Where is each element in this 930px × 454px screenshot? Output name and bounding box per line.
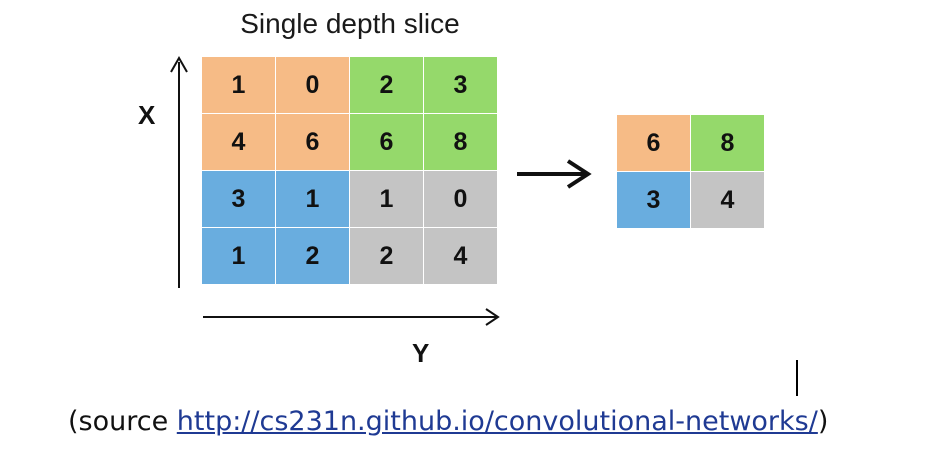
input-cell: 2: [276, 228, 349, 284]
input-cell: 3: [424, 57, 497, 113]
input-cell: 6: [276, 114, 349, 170]
pooling-arrow: [517, 159, 592, 189]
output-cell: 8: [691, 115, 764, 171]
source-suffix: ): [817, 406, 829, 437]
input-cell: 1: [350, 171, 423, 227]
input-cell: 2: [350, 228, 423, 284]
text-cursor: [796, 360, 798, 396]
input-cell: 4: [202, 114, 275, 170]
input-cell: 0: [424, 171, 497, 227]
horizontal-axis-arrow: [203, 308, 500, 326]
input-cell: 1: [276, 171, 349, 227]
diagram-title: Single depth slice: [240, 8, 460, 39]
input-cell: 2: [350, 57, 423, 113]
input-cell: 0: [276, 57, 349, 113]
source-prefix: (source: [68, 406, 177, 437]
input-cell: 1: [202, 228, 275, 284]
source-link[interactable]: http://cs231n.github.io/convolutional-ne…: [176, 406, 818, 437]
y-axis-label: Y: [412, 338, 430, 368]
input-cell: 3: [202, 171, 275, 227]
input-cell: 8: [424, 114, 497, 170]
input-cell: 4: [424, 228, 497, 284]
input-cell: 6: [350, 114, 423, 170]
source-citation: (source http://cs231n.github.io/convolut…: [68, 406, 828, 437]
output-cell: 4: [691, 172, 764, 228]
input-cell: 1: [202, 57, 275, 113]
x-axis-label: X: [138, 100, 156, 130]
vertical-axis-arrow: [170, 55, 188, 288]
output-cell: 3: [617, 172, 690, 228]
output-cell: 6: [617, 115, 690, 171]
